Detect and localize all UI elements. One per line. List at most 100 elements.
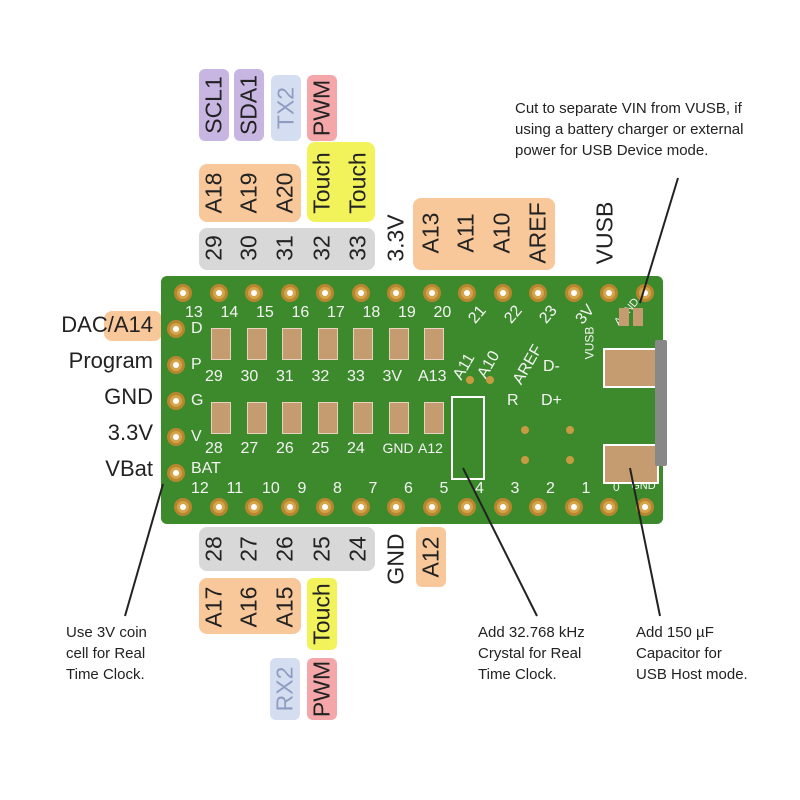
- pin-pad: [529, 498, 547, 516]
- silk-r: R: [507, 392, 519, 409]
- silk-inner-top: 32: [311, 368, 330, 385]
- pin-pad: [174, 284, 192, 302]
- orange-group-bottom: [199, 578, 301, 634]
- silk-g: G: [191, 392, 204, 409]
- silk-bottom-pin: 3: [510, 480, 520, 497]
- smd-pad: [211, 328, 231, 360]
- silk-top-pin: 14: [220, 304, 239, 321]
- usb-connector: [655, 340, 667, 466]
- orange-group-analog: [413, 198, 555, 270]
- silk-d: D: [191, 320, 203, 337]
- pin-pad: [600, 284, 618, 302]
- note-coin-cell: Use 3V coin cell for Real Time Clock.: [66, 624, 147, 683]
- label-rx2: RX2: [270, 658, 300, 720]
- via: [566, 456, 574, 464]
- smd-pad: [211, 402, 231, 434]
- pin-pad: [316, 284, 334, 302]
- silk-inner-bottom: GND: [382, 440, 414, 456]
- label-a12: A12: [416, 527, 446, 587]
- silk-top-pin: 17: [327, 304, 345, 321]
- silk-bat: BAT: [191, 460, 221, 477]
- pin-pad: [209, 498, 228, 516]
- silk-top-pin: 19: [398, 304, 416, 321]
- pin-pad: [529, 284, 547, 302]
- label-vbat: VBat: [105, 456, 153, 481]
- silk-bottom-pin: 12: [191, 480, 209, 497]
- pin-pad: [458, 284, 476, 302]
- pin-pad: [387, 284, 405, 302]
- cut-pad-right: [633, 308, 643, 326]
- pin-pad: [493, 498, 512, 516]
- silk-top-pin: 15: [256, 304, 274, 321]
- pin-pad: [167, 356, 185, 374]
- silk-bottom-pin: 6: [404, 480, 413, 497]
- note-vusb-cut: Cut to separate VIN from VUSB, if using …: [515, 100, 744, 159]
- pin-pad: [245, 284, 263, 302]
- silk-bottom-pin: 7: [368, 480, 378, 497]
- pin-pad: [167, 464, 185, 482]
- smd-pad: [282, 328, 302, 360]
- silk-top-pin: 13: [185, 304, 203, 321]
- leader-vusb: [639, 177, 679, 304]
- leader-coin: [124, 483, 164, 617]
- silk-bottom-pin: 9: [297, 480, 307, 497]
- pin-pad: [245, 498, 263, 516]
- silk-inner-top: 31: [276, 368, 294, 385]
- pin-pad: [209, 284, 228, 302]
- smd-pad: [246, 402, 267, 434]
- pin-pad: [174, 498, 192, 516]
- label-tx2: TX2: [271, 75, 301, 141]
- silk-bottom-pin: 4: [475, 480, 484, 497]
- label-program: Program: [68, 348, 153, 373]
- pin-pad: [422, 498, 441, 516]
- pin-pad: [167, 320, 185, 338]
- silk-d-plus: D+: [541, 392, 562, 409]
- silk-top-pin: 20: [433, 304, 452, 321]
- smd-pad: [424, 402, 444, 434]
- pin-pad: [564, 284, 583, 302]
- silk-v: V: [191, 428, 202, 445]
- silk-inner-top: 33: [347, 368, 365, 385]
- silk-bottom-pin: 1: [581, 480, 591, 497]
- silk-inner-top: 29: [205, 368, 223, 385]
- note-crystal: Add 32.768 kHz Crystal for Real Time Clo…: [478, 624, 585, 683]
- silk-inner-bottom: 27: [240, 440, 259, 457]
- gray-group-bottom: [199, 527, 375, 571]
- smd-pad: [317, 402, 338, 434]
- silk-inner-bottom: 25: [311, 440, 330, 457]
- smd-pad: [388, 402, 409, 434]
- pin-pad: [493, 284, 512, 302]
- silk-top-pin: 18: [362, 304, 381, 321]
- leader-crystal: [462, 467, 538, 617]
- silk-bottom-pin: 5: [439, 480, 449, 497]
- yellow-group-top: [307, 142, 375, 222]
- pin-pad: [458, 498, 476, 516]
- smd-pad: [353, 328, 373, 360]
- pin-pad: [422, 284, 441, 302]
- vusb-pad: [603, 348, 659, 388]
- pin-pad: [280, 284, 299, 302]
- silk-bottom-pin: 0: [613, 480, 620, 494]
- teensy-board: 13141516171819202122233VAGND 12111098765…: [161, 276, 667, 524]
- via: [466, 376, 474, 384]
- pin-pad: [600, 498, 618, 516]
- silk-p: P: [191, 356, 202, 373]
- pin-pad: [564, 498, 583, 516]
- orange-group-top: [199, 164, 301, 222]
- note-capacitor: Add 150 µF Capacitor for USB Host mode.: [636, 624, 748, 683]
- smd-pad: [424, 328, 444, 360]
- pin-pad: [635, 498, 654, 516]
- gray-group-top: [199, 228, 375, 270]
- orange-a14-bg: [104, 311, 162, 341]
- label-pwm-top: PWM: [307, 75, 337, 141]
- pin-pad: [316, 498, 334, 516]
- silk-bottom-pin: 10: [262, 480, 280, 497]
- via: [566, 426, 574, 434]
- silk-inner-bottom: 26: [276, 440, 294, 457]
- silk-inner-bottom: 28: [205, 440, 223, 457]
- label-3v3-left: 3.3V: [107, 420, 153, 445]
- cut-pad-left: [619, 308, 629, 326]
- smd-pad: [246, 328, 267, 360]
- pin-pad: [387, 498, 405, 516]
